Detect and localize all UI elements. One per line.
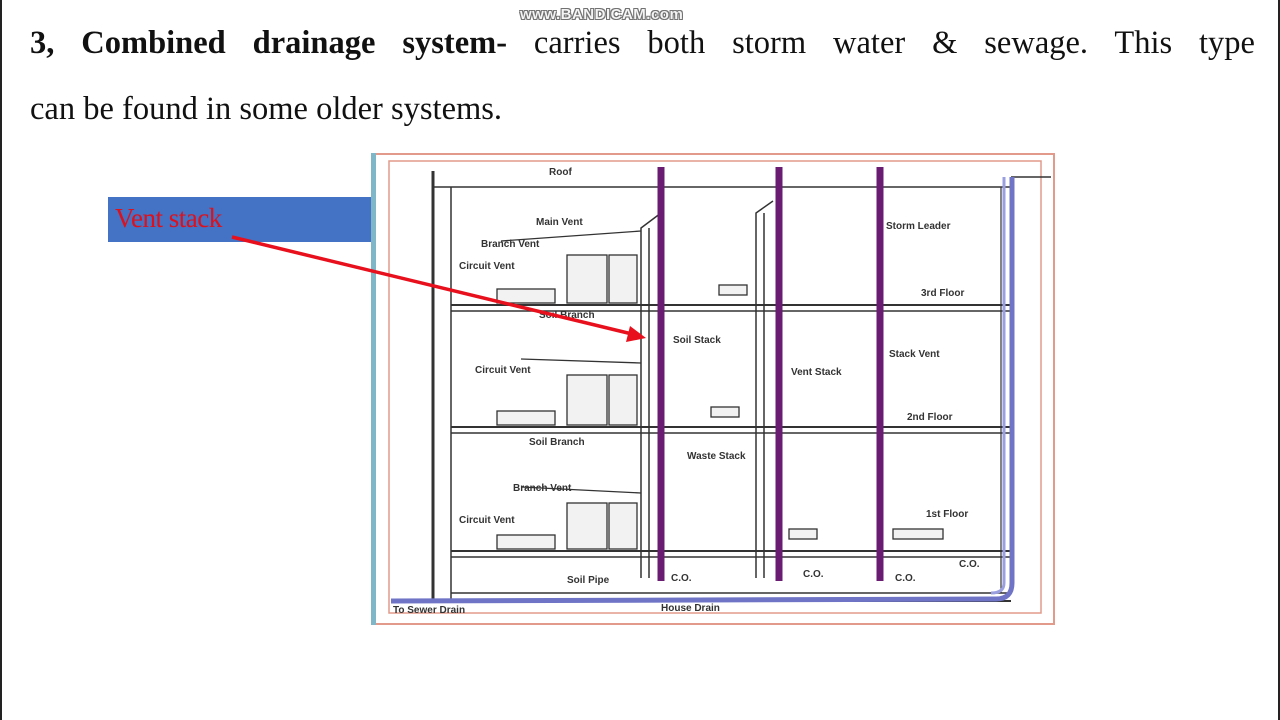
vent-stack-callout-box: Vent stack [108,197,371,242]
label-soil-branch-mid: Soil Branch [529,437,585,448]
heading-line-1: 3, Combined drainage system- carries bot… [30,27,1255,60]
label-house-drain: House Drain [661,603,720,614]
label-branch-vent-low: Branch Vent [513,483,572,494]
label-sewer-drain: To Sewer Drain [393,605,465,616]
label-soil-stack: Soil Stack [673,335,721,346]
fixture-top-stall-2 [608,254,638,304]
heading-description: carries both storm water & sewage. This … [507,25,1255,61]
diagram-left-edge [371,153,376,625]
label-waste-stack: Waste Stack [687,451,746,462]
label-circuit-vent-mid: Circuit Vent [475,365,531,376]
label-cleanout-1: C.O. [671,573,692,584]
label-2nd-floor: 2nd Floor [907,412,953,423]
diagram-background [371,153,1055,625]
fixture-top-stall-1 [566,254,608,304]
label-branch-vent-top: Branch Vent [481,239,540,250]
fixture-sink-top [718,284,748,296]
label-stack-vent: Stack Vent [889,349,940,360]
label-1st-floor: 1st Floor [926,509,968,520]
label-soil-pipe: Soil Pipe [567,575,610,586]
heading-line-2: can be found in some older systems. [30,91,503,127]
label-cleanout-4: C.O. [959,559,980,570]
label-roof: Roof [549,167,572,178]
vent-stack-callout-label: Vent stack [115,203,222,233]
fixture-top-tub [496,288,556,304]
label-3rd-floor: 3rd Floor [921,288,964,299]
label-soil-branch-top: Soil Branch [539,310,595,321]
label-circuit-vent-top: Circuit Vent [459,261,515,272]
diagram-inner-border [388,160,1042,614]
label-storm-leader: Storm Leader [886,221,951,232]
label-cleanout-3: C.O. [895,573,916,584]
recording-watermark: www.BANDICAM.com [520,6,684,23]
fixture-low-stall-2 [608,502,638,550]
drainage-diagram-svg: Roof Main Vent Branch Vent Circuit Vent … [371,153,1055,625]
fixture-low-stall-1 [566,502,608,550]
storm-leader-pipe [390,177,1015,604]
label-vent-stack: Vent Stack [791,367,842,378]
storm-leader-inner [990,177,1006,595]
fixture-mid-stall-2 [608,374,638,426]
fixture-sink-mid [710,406,740,418]
label-cleanout-2: C.O. [803,569,824,580]
fixture-mid-tub [496,410,556,426]
fixture-low-tub [496,534,556,550]
fixture-mid-stall-1 [566,374,608,426]
label-circuit-vent-low: Circuit Vent [459,515,515,526]
heading-bold-term: 3, Combined drainage system- [30,25,508,61]
fixture-sink-low [788,528,818,540]
fixture-double-sink [892,528,944,540]
vent-pipes [640,200,774,578]
label-main-vent: Main Vent [536,217,583,228]
drainage-diagram: Roof Main Vent Branch Vent Circuit Vent … [371,153,1055,625]
stacks [390,167,1015,604]
